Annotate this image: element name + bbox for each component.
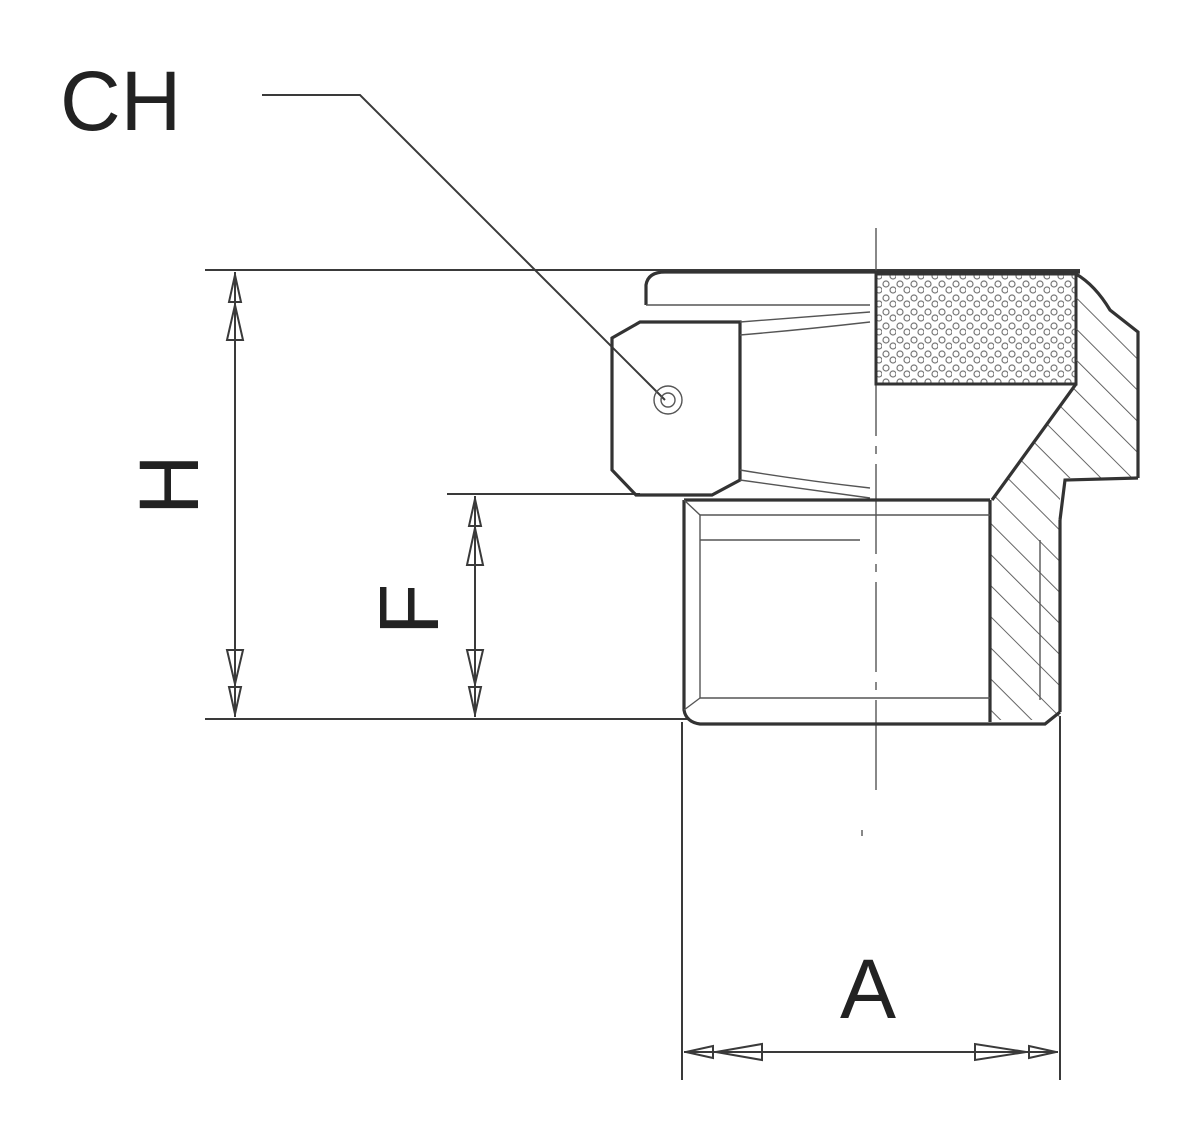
- centerline: [861, 228, 877, 836]
- f-label: F: [362, 584, 456, 635]
- ch-leader: [262, 94, 666, 401]
- h-dimension: [225, 272, 245, 717]
- f-dimension: [465, 496, 485, 717]
- a-dimension: [684, 1042, 1058, 1062]
- extension-lines: [205, 269, 1080, 1080]
- ch-label: CH: [60, 54, 181, 148]
- section-cutaway: [988, 272, 1140, 726]
- fitting-head: [610, 270, 1080, 499]
- threaded-shank: [682, 498, 990, 726]
- h-label: H: [122, 454, 216, 515]
- a-label: A: [840, 942, 896, 1036]
- filter-element: [874, 272, 1078, 386]
